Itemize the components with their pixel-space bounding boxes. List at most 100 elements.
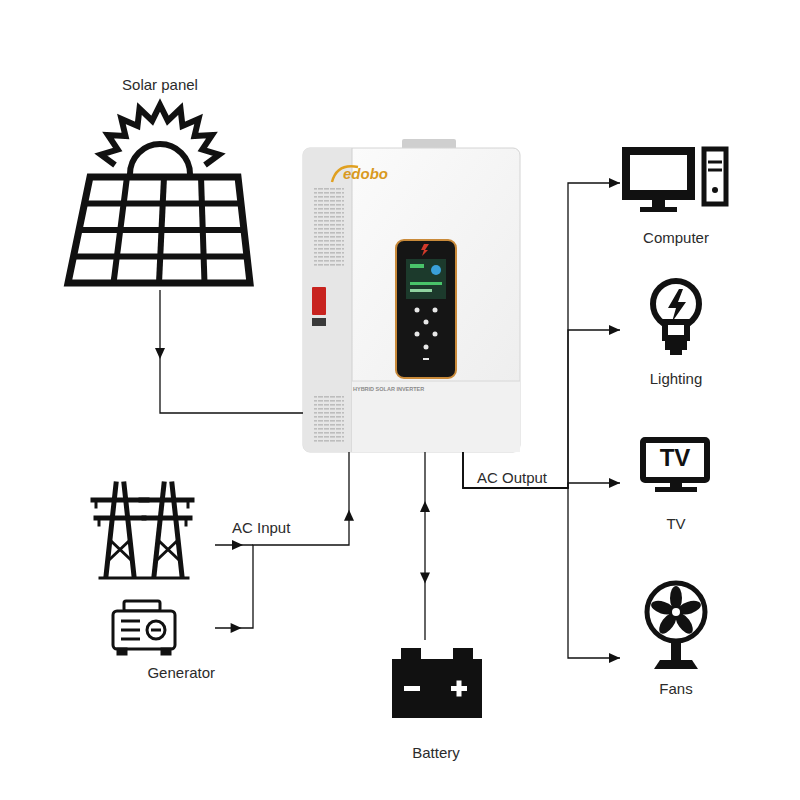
connector-layer — [155, 178, 620, 663]
ground-line — [100, 577, 188, 580]
bulb-tip — [670, 350, 682, 355]
tower-brace — [158, 540, 179, 560]
generator-icon — [113, 601, 175, 654]
generator-slot — [121, 638, 140, 641]
connector-line — [424, 452, 425, 640]
arrow-head — [155, 348, 165, 359]
fan-stand — [671, 641, 681, 660]
arrow-head — [609, 178, 620, 188]
battery: Battery — [385, 640, 487, 765]
connector-line — [160, 290, 303, 413]
connector-group — [463, 452, 620, 663]
panel-button — [415, 332, 420, 337]
insulator — [98, 518, 101, 525]
sun-rays — [101, 105, 219, 165]
monitor — [622, 147, 695, 200]
panel-button — [424, 320, 429, 325]
arrow-head — [344, 510, 354, 521]
dc-switch — [312, 287, 326, 315]
brand-logo: edobo — [343, 165, 403, 182]
panel-button — [415, 308, 420, 313]
bulb-neck — [665, 322, 687, 338]
panel-logo — [421, 244, 429, 256]
connector-line — [463, 452, 620, 658]
edge-label: AC Input — [232, 519, 290, 536]
panel-button — [433, 308, 438, 313]
arrow-head — [609, 478, 620, 488]
tower-brace — [157, 540, 178, 560]
insulator — [185, 518, 188, 525]
tv-base — [655, 487, 697, 492]
pc-button — [712, 187, 718, 193]
pc-tower — [704, 149, 726, 204]
fan-icon — [647, 583, 705, 669]
lcd-screen — [406, 259, 446, 299]
cover-seam — [352, 381, 520, 382]
panel-button — [423, 358, 429, 360]
tv-icon — [643, 440, 707, 492]
node-label: Battery — [385, 744, 487, 761]
bulb-bolt — [668, 289, 686, 322]
monitor-base — [640, 207, 677, 212]
insulator — [95, 500, 98, 507]
generator: Generator — [105, 596, 215, 682]
fan-base — [654, 660, 698, 669]
monitor-screen — [630, 155, 687, 190]
hybrid-inverter — [303, 139, 520, 452]
generator-foot — [118, 649, 126, 654]
tower-brace — [110, 540, 131, 560]
lcd-segment — [410, 289, 432, 292]
bulb-base — [665, 341, 687, 350]
arrow-head — [232, 540, 243, 550]
edge-label: AC Output — [477, 469, 547, 486]
connector-group — [463, 325, 620, 488]
generator-dial-mark — [151, 629, 161, 632]
solar-panel-icon — [68, 105, 250, 283]
bottom-cover — [352, 381, 520, 452]
computer-icon — [622, 147, 726, 212]
connector-line — [463, 330, 620, 488]
monitor-neck — [652, 200, 665, 207]
switch-label — [312, 318, 326, 326]
plus-sign — [457, 681, 462, 697]
pc-bay — [708, 169, 722, 172]
fan-guard — [647, 583, 705, 641]
connector-group — [463, 178, 620, 488]
panel-grid — [74, 254, 248, 260]
node-label: Fans — [620, 680, 732, 697]
node-label: Lighting — [620, 370, 732, 387]
arrow-head — [609, 325, 620, 335]
node-label: Solar panel — [62, 76, 258, 93]
solar-panel: Solar panel — [62, 72, 258, 290]
panel-button — [433, 332, 438, 337]
tv: TVTV — [620, 432, 732, 532]
logo-swoosh — [332, 166, 358, 182]
fan-hub — [671, 607, 681, 617]
inverter-body — [303, 148, 520, 452]
sun-disc — [130, 144, 190, 174]
generator-slot — [121, 629, 140, 632]
node-label: Computer — [620, 229, 732, 246]
lcd-segment — [431, 265, 441, 275]
arrow-head — [420, 501, 430, 512]
tower-arm — [144, 516, 190, 521]
generator-body — [113, 611, 175, 649]
panel-button — [424, 345, 429, 350]
arrow-head — [609, 653, 620, 663]
lcd-segment — [410, 282, 442, 285]
connector-group — [420, 452, 430, 640]
tower-brace — [109, 540, 130, 560]
model-text: HYBRID SOLAR INVERTER — [353, 386, 473, 392]
arrow-head — [231, 623, 242, 633]
node-label: TV — [620, 515, 732, 532]
tower-arm — [96, 516, 144, 521]
connector-group — [463, 452, 620, 488]
tower-arm — [141, 498, 192, 503]
panel-frame — [68, 177, 250, 283]
generator-dial — [147, 621, 165, 639]
tv-screen — [643, 440, 707, 480]
computer: Computer — [620, 145, 732, 245]
connector-group — [215, 452, 354, 633]
power-grid-icon — [93, 484, 192, 578]
